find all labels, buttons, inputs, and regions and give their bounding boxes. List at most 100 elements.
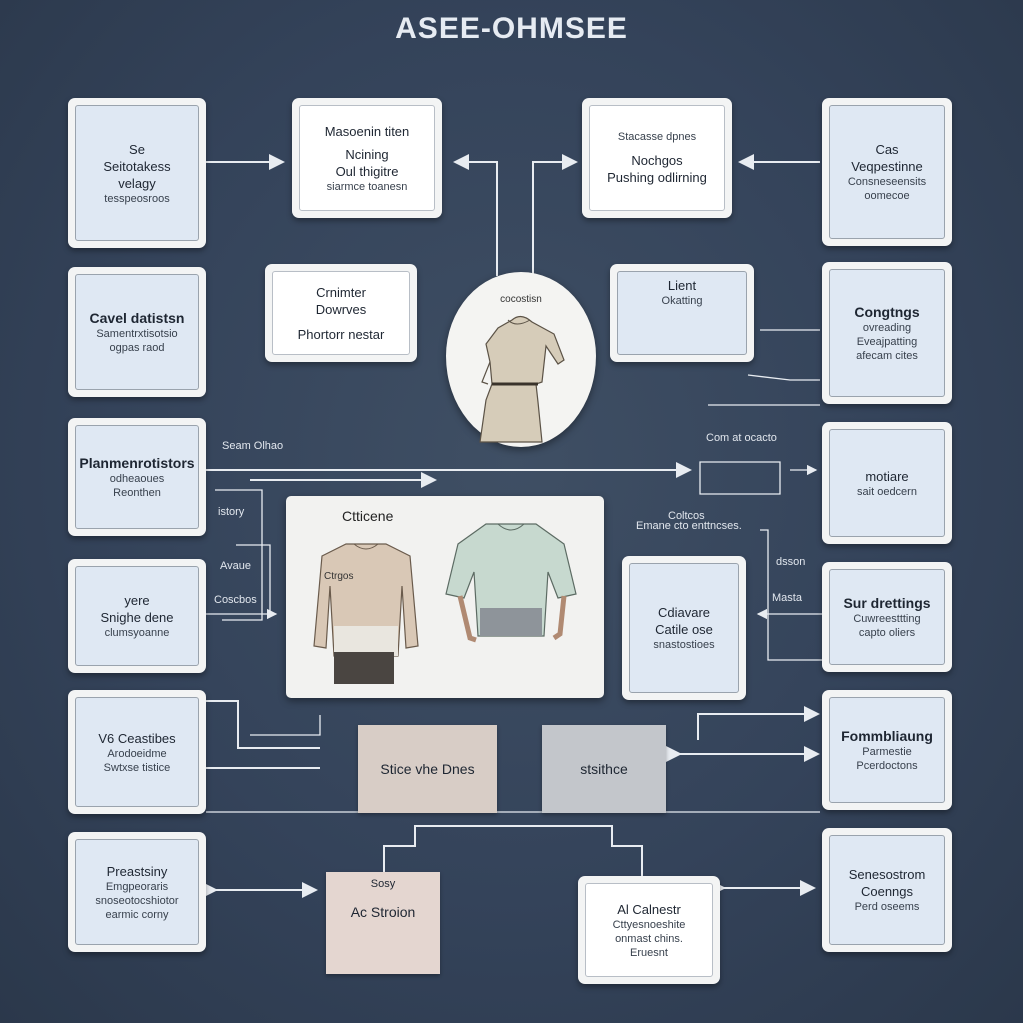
line-right-mid-2 bbox=[747, 374, 820, 381]
right-card-5-line-1: Fommbliaung bbox=[841, 728, 933, 744]
left-card-4-line-1: yere bbox=[124, 593, 150, 608]
card-lower-right-line-1: Cdiavare bbox=[657, 605, 711, 620]
card-top-mid-left[interactable]: Masoenin titen Ncining Oul thigitre siar… bbox=[292, 98, 442, 218]
card-lower-right[interactable]: Cdiavare Catile ose snastostioes bbox=[622, 556, 746, 700]
left-card-5[interactable]: V6 Ceastibes Arodoeidme Swtxse tistice bbox=[68, 690, 206, 814]
card-top-mid-left-line-2: Ncining bbox=[345, 146, 389, 162]
left-card-6-line-3: snoseotocshiotor bbox=[95, 894, 179, 907]
garment-panel[interactable]: Ctticene Ctrgos bbox=[286, 496, 604, 698]
line-right4-stub bbox=[760, 529, 822, 661]
right-card-2-line-2: ovreading bbox=[862, 322, 912, 334]
right-card-1-line-3: Consneseensits bbox=[847, 176, 927, 188]
box-pink-top-label: Sosy bbox=[370, 878, 396, 890]
card-mid-right[interactable]: Lient Okatting bbox=[610, 264, 754, 362]
right-card-1-line-4: oomecoe bbox=[864, 190, 910, 202]
left-card-3-line-2: odheaoues bbox=[109, 473, 165, 485]
left-card-4-line-3: clumsyoanne bbox=[104, 627, 170, 639]
box-beige[interactable]: Stice vhe Dnes bbox=[358, 725, 497, 813]
right-card-4-line-1: Sur drettings bbox=[843, 595, 931, 611]
right-card-6-line-2: Coenngs bbox=[860, 884, 914, 899]
left-card-3-line-1: Planmenrotistors bbox=[79, 455, 195, 471]
left-card-1[interactable]: Se Seitotakess velagy tesspeosroos bbox=[68, 98, 206, 248]
label-cossob: Coscbos bbox=[214, 594, 257, 606]
card-mid-left-line-1: Crnimter bbox=[316, 284, 366, 300]
card-lower-right-line-3: snastostioes bbox=[653, 639, 715, 651]
right-card-3-line-1: motiare bbox=[865, 468, 909, 484]
label-emane: Emane cto enttncses. bbox=[636, 520, 742, 532]
left-card-2[interactable]: Cavel datistsn Samentrxtisotsio ogpas ra… bbox=[68, 267, 206, 397]
left-card-5-line-3: Swtxse tistice bbox=[103, 761, 171, 774]
line-left-mid-1 bbox=[215, 489, 263, 621]
label-deson: dsson bbox=[776, 556, 806, 568]
card-top-mid-right-line-2: Nochgos bbox=[631, 153, 683, 168]
card-bottom-right[interactable]: Al Calnestr Cttyesnoeshite onmast chins.… bbox=[578, 876, 720, 984]
left-card-6-line-2: Emgpeoraris bbox=[105, 880, 169, 893]
garment-circle[interactable]: cocostisn bbox=[446, 272, 596, 447]
right-card-6[interactable]: Senesostrom Coenngs Perd oseems bbox=[822, 828, 952, 952]
line-left5-3 bbox=[250, 715, 321, 736]
left-card-1-line-4: tesspeosroos bbox=[104, 192, 170, 205]
left-card-4-line-2: Snighe dene bbox=[100, 610, 174, 625]
left-card-6-line-4: earmic corny bbox=[105, 908, 169, 921]
box-gray[interactable]: stsithce bbox=[542, 725, 666, 813]
left-card-2-line-3: ogpas raod bbox=[109, 342, 165, 354]
diagram-title: ASEE-OHMSEE bbox=[395, 12, 628, 45]
box-pink-main-label: Ac Stroion bbox=[350, 904, 416, 920]
card-mid-right-line-1: Lient bbox=[667, 278, 697, 293]
left-card-2-line-2: Samentrxtisotsio bbox=[96, 328, 178, 340]
line-right-bracket bbox=[699, 461, 781, 495]
card-mid-left-line-3: Phortorr nestar bbox=[297, 326, 385, 342]
right-card-2-line-1: Congtngs bbox=[854, 304, 920, 320]
card-top-mid-right[interactable]: Stacasse dpnes Nochgos Pushing odlirning bbox=[582, 98, 732, 218]
box-gray-label: stsithce bbox=[580, 761, 628, 777]
left-card-1-line-1: Se bbox=[129, 141, 145, 157]
right-card-2-line-3: Eveajpatting bbox=[856, 336, 918, 348]
right-card-1[interactable]: Cas Veqpestinne Consneseensits oomecoe bbox=[822, 98, 952, 246]
right-card-2-line-4: afecam cites bbox=[856, 350, 918, 362]
label-coltcos: Coltcos bbox=[668, 510, 705, 522]
left-card-3[interactable]: Planmenrotistors odheaoues Reonthen bbox=[68, 418, 206, 536]
left-card-4[interactable]: yere Snighe dene clumsyoanne bbox=[68, 559, 206, 673]
left-card-1-line-2: Seitotakess bbox=[103, 158, 171, 174]
label-avaue: Avaue bbox=[220, 560, 251, 572]
line-left-mid-2 bbox=[236, 544, 271, 612]
left-card-3-line-3: Reonthen bbox=[113, 487, 161, 499]
box-pink[interactable]: Sosy Ac Stroion bbox=[326, 872, 440, 974]
card-mid-left[interactable]: Crnimter Dowrves Phortorr nestar bbox=[265, 264, 417, 362]
sweater-figure-icon bbox=[313, 543, 419, 684]
right-card-1-line-1: Cas bbox=[875, 142, 899, 157]
card-bottom-right-line-1: Al Calnestr bbox=[617, 901, 681, 917]
label-com: Com at ocacto bbox=[706, 432, 777, 444]
left-card-5-line-2: Arodoeidme bbox=[107, 747, 167, 760]
right-card-4-line-3: capto oliers bbox=[858, 627, 916, 639]
box-beige-label: Stice vhe Dnes bbox=[380, 761, 475, 777]
garment-circle-label: cocostisn bbox=[500, 294, 542, 305]
right-card-1-line-2: Veqpestinne bbox=[851, 159, 923, 174]
arrow-right5-upper bbox=[697, 706, 820, 740]
left-card-2-line-1: Cavel datistsn bbox=[89, 310, 185, 326]
left-card-6-line-1: Preastsiny bbox=[106, 863, 168, 879]
arrow-circle-up-right bbox=[532, 154, 578, 276]
card-top-mid-left-line-1: Masoenin titen bbox=[324, 123, 410, 139]
card-bottom-right-line-3: onmast chins. bbox=[615, 932, 683, 945]
card-bottom-right-line-4: Eruesnt bbox=[630, 946, 668, 959]
card-top-mid-left-line-4: siarmce toanesn bbox=[326, 180, 408, 193]
right-card-3[interactable]: motiare sait oedcern bbox=[822, 422, 952, 544]
right-card-4-line-2: Cuwreesttting bbox=[853, 613, 921, 625]
left-card-5-line-1: V6 Ceastibes bbox=[98, 730, 176, 746]
left-card-6[interactable]: Preastsiny Emgpeoraris snoseotocshiotor … bbox=[68, 832, 206, 952]
dress-figure-icon bbox=[479, 315, 565, 443]
card-top-mid-right-line-1: Stacasse dpnes bbox=[617, 131, 697, 143]
right-card-5-line-3: Pcerdoctons bbox=[856, 760, 918, 772]
right-card-2[interactable]: Congtngs ovreading Eveajpatting afecam c… bbox=[822, 262, 952, 404]
right-card-6-line-3: Perd oseems bbox=[854, 901, 920, 913]
right-card-5-line-2: Parmestie bbox=[862, 746, 912, 758]
card-lower-right-line-2: Catile ose bbox=[655, 622, 713, 637]
right-card-6-line-1: Senesostrom bbox=[848, 867, 926, 882]
right-card-4[interactable]: Sur drettings Cuwreesttting capto oliers bbox=[822, 562, 952, 672]
card-top-mid-left-line-3: Oul thigitre bbox=[335, 163, 399, 179]
right-card-5[interactable]: Fommbliaung Parmestie Pcerdoctons bbox=[822, 690, 952, 810]
card-top-mid-right-line-3: Pushing odlirning bbox=[607, 170, 707, 185]
